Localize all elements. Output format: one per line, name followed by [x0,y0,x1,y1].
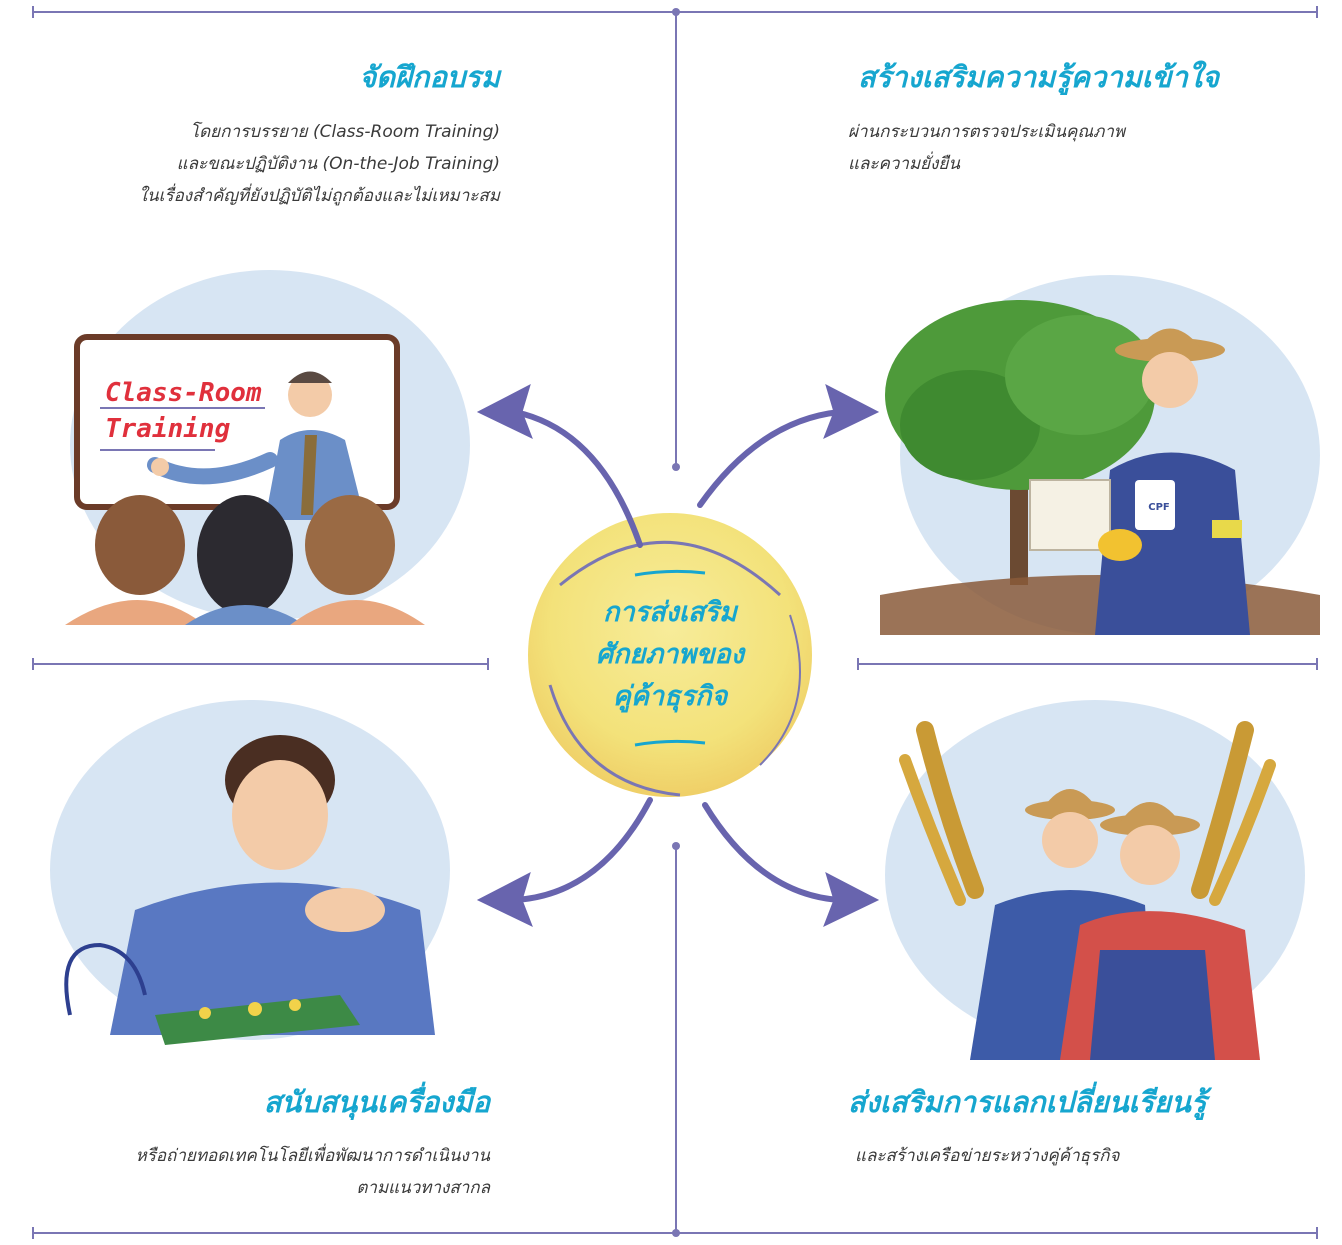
exchange-illustration [885,700,1305,1060]
arrow-top-right [697,409,843,508]
cpf-badge: CPF [1148,502,1170,513]
center-line-2: ศักยภาพของ [596,639,744,670]
arrowhead-bottom-left [476,872,533,927]
arrow-top-left [512,409,643,548]
desc-exchange-line-1: และสร้างเครือข่ายระหว่างคู่ค้าธุรกิจ [855,1146,1120,1166]
arrow-bottom-right [702,802,843,903]
arrowhead-bottom-right [823,872,880,927]
desc-knowledge: ผ่านกระบวนการตรวจประเมินคุณภาพ และความยั… [848,116,1125,180]
arrowhead-top-left [476,384,533,439]
arrow-bottom-left [512,797,653,903]
desc-training-line-2: และขณะปฏิบัติงาน (On-the-Job Training) [176,154,500,174]
tools-illustration [50,700,450,1045]
board-text: Class-Room Training [105,375,262,447]
desc-knowledge-line-2: และความยั่งยืน [848,154,961,174]
center-line-3: คู่ค้าธุรกิจ [612,681,728,712]
classroom-illustration [65,270,470,625]
desc-tools: หรือถ่ายทอดเทคโนโลยีเพื่อพัฒนาการดำเนินง… [136,1140,491,1204]
desc-training-line-1: โดยการบรรยาย (Class-Room Training) [190,122,500,142]
center-circle [528,513,812,797]
desc-tools-line-2: ตามแนวทางสากล [356,1178,490,1198]
arrowhead-top-right [823,384,880,439]
title-exchange: ส่งเสริมการแลกเปลี่ยนเรียนรู้ [848,1085,1207,1119]
top-underline [634,569,706,577]
inspector-illustration [880,275,1320,635]
desc-exchange: และสร้างเครือข่ายระหว่างคู่ค้าธุรกิจ [855,1140,1119,1172]
title-training: จัดฝึกอบรม [359,60,500,94]
center-title: การส่งเสริม ศักยภาพของ คู่ค้าธุรกิจ [560,592,780,718]
desc-training-line-3: ในเรื่องสำคัญที่ยังปฏิบัติไม่ถูกต้องและไ… [138,186,500,206]
board-text-line-2: Training [105,414,231,444]
board-text-line-1: Class-Room [105,378,262,408]
title-knowledge: สร้างเสริมความรู้ความเข้าใจ [858,60,1219,94]
bottom-underline [634,739,706,747]
desc-knowledge-line-1: ผ่านกระบวนการตรวจประเมินคุณภาพ [848,122,1126,142]
center-line-1: การส่งเสริม [603,597,737,628]
title-tools: สนับสนุนเครื่องมือ [263,1085,490,1119]
desc-training: โดยการบรรยาย (Class-Room Training) และขณ… [139,116,500,212]
desc-tools-line-1: หรือถ่ายทอดเทคโนโลยีเพื่อพัฒนาการดำเนินง… [135,1146,491,1166]
